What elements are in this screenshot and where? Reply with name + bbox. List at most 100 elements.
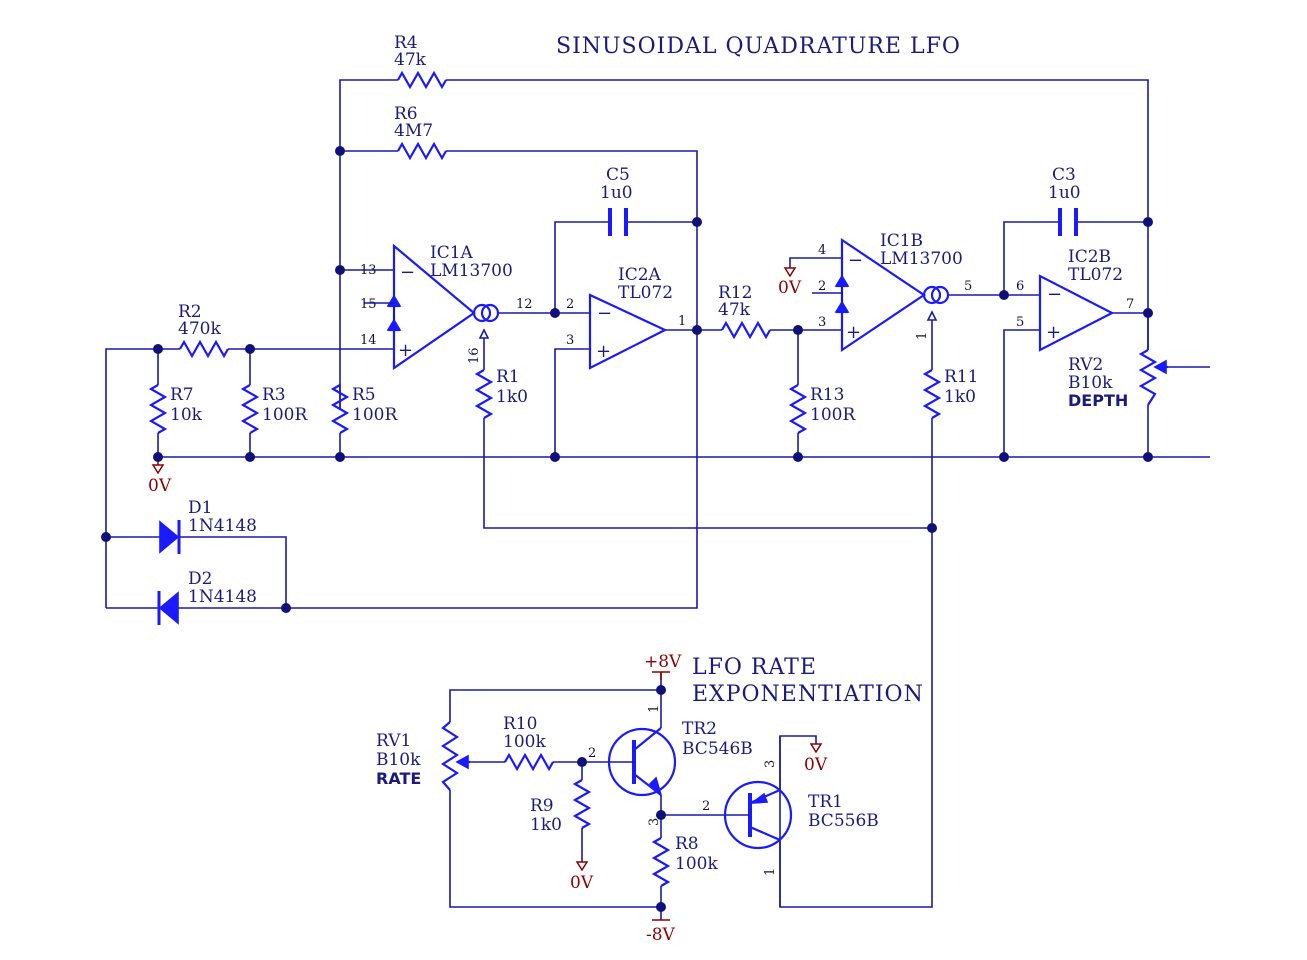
svg-text:100k: 100k [503, 732, 546, 752]
svg-text:R13: R13 [810, 385, 844, 405]
svg-text:B10k: B10k [376, 750, 421, 770]
resistor-r11: R11 1k0 [923, 367, 978, 420]
svg-text:+: + [1046, 322, 1061, 343]
resistor-r12: R12 47k [718, 283, 772, 339]
svg-text:−: − [848, 250, 863, 271]
svg-text:1: 1 [763, 868, 778, 876]
svg-text:B10k: B10k [1068, 373, 1113, 393]
resistor-r5: R5 100R [331, 383, 398, 435]
resistor-r8: R8 100k [652, 834, 718, 888]
resistor-r1: R1 1k0 [475, 367, 528, 420]
svg-text:IC2A: IC2A [618, 265, 662, 285]
svg-text:R6: R6 [394, 104, 418, 124]
svg-text:R10: R10 [503, 714, 537, 734]
ground-symbol-2: 0V [778, 267, 802, 298]
supply-negative: -8V [646, 919, 676, 945]
potentiometer-rv1: RV1 B10k RATE [376, 721, 470, 791]
svg-text:2: 2 [818, 279, 826, 294]
svg-text:−: − [400, 262, 415, 283]
svg-text:3: 3 [763, 760, 778, 768]
svg-text:D2: D2 [188, 569, 212, 589]
svg-text:LM13700: LM13700 [880, 249, 963, 269]
svg-text:100R: 100R [262, 405, 308, 425]
svg-text:3: 3 [647, 818, 662, 826]
svg-text:0V: 0V [804, 755, 828, 775]
svg-text:0V: 0V [570, 873, 594, 893]
svg-text:16: 16 [467, 347, 482, 364]
svg-text:R12: R12 [718, 283, 752, 303]
svg-text:1k0: 1k0 [944, 387, 976, 407]
ota-ic1a: − + IC1A LM13700 13 15 14 12 16 [360, 243, 533, 371]
capacitor-c5: C5 1u0 [600, 165, 633, 236]
svg-text:+: + [596, 341, 611, 362]
opamp-ic2a: − + IC2A TL072 2 3 1 [566, 265, 686, 370]
svg-text:0V: 0V [148, 476, 172, 496]
svg-text:LM13700: LM13700 [430, 261, 513, 281]
svg-text:R5: R5 [352, 385, 376, 405]
svg-text:7: 7 [1126, 297, 1134, 312]
svg-text:−: − [1047, 284, 1062, 305]
svg-text:3: 3 [818, 315, 826, 330]
svg-text:14: 14 [360, 333, 377, 348]
svg-text:R2: R2 [178, 302, 202, 322]
svg-text:−: − [597, 303, 612, 324]
svg-text:47k: 47k [394, 50, 427, 70]
resistor-r6: R6 4M7 [394, 104, 448, 160]
supply-positive: +8V [644, 652, 682, 680]
svg-text:5: 5 [1016, 315, 1024, 330]
svg-text:12: 12 [516, 297, 533, 312]
svg-text:D1: D1 [188, 498, 212, 518]
transistor-tr2: TR2 BC546B 2 1 3 [588, 705, 753, 826]
svg-text:+8V: +8V [644, 652, 682, 672]
ota-ic1b: − + IC1B LM13700 4 2 3 5 1 [812, 231, 972, 353]
svg-text:IC2B: IC2B [1068, 247, 1111, 267]
svg-text:100R: 100R [810, 405, 856, 425]
diode-d1: D1 1N4148 [159, 498, 257, 554]
svg-text:2: 2 [702, 799, 710, 814]
svg-text:13: 13 [360, 263, 377, 278]
resistor-r2: R2 470k [178, 302, 230, 358]
resistor-r4: R4 47k [394, 33, 448, 89]
svg-text:R8: R8 [675, 834, 699, 854]
wiring [105, 79, 1210, 908]
resistor-r10: R10 100k [503, 714, 555, 771]
svg-text:TL072: TL072 [618, 283, 673, 303]
svg-text:+: + [846, 322, 861, 343]
potentiometer-rv2: RV2 B10k DEPTH [1068, 349, 1168, 410]
svg-text:+: + [398, 340, 413, 361]
svg-text:5: 5 [964, 279, 972, 294]
svg-text:2: 2 [566, 297, 574, 312]
resistor-r7: R7 10k [149, 383, 203, 435]
svg-text:RV2: RV2 [1068, 355, 1103, 375]
svg-text:100k: 100k [675, 854, 718, 874]
svg-text:2: 2 [588, 746, 596, 761]
svg-text:IC1B: IC1B [880, 231, 923, 251]
svg-text:100R: 100R [352, 405, 398, 425]
capacitor-c3: C3 1u0 [1048, 165, 1081, 236]
svg-text:-8V: -8V [646, 925, 676, 945]
wiring-rate [449, 672, 781, 920]
svg-text:R9: R9 [530, 796, 554, 816]
svg-text:1k0: 1k0 [530, 815, 562, 835]
svg-text:TR2: TR2 [682, 719, 717, 739]
svg-text:TL072: TL072 [1068, 265, 1123, 285]
junction-dots [101, 146, 1153, 912]
svg-text:1: 1 [915, 332, 930, 340]
svg-text:1N4148: 1N4148 [188, 516, 257, 536]
ground-symbol-3: 0V [804, 743, 828, 775]
svg-text:0V: 0V [778, 278, 802, 298]
svg-text:R4: R4 [394, 33, 418, 53]
svg-text:TR1: TR1 [808, 792, 843, 812]
svg-text:1: 1 [647, 705, 662, 713]
rate-section-title-2: EXPONENTIATION [692, 682, 924, 707]
svg-text:4: 4 [818, 243, 826, 258]
svg-text:3: 3 [566, 333, 574, 348]
svg-text:R1: R1 [496, 367, 520, 387]
svg-text:47k: 47k [718, 300, 751, 320]
svg-text:1u0: 1u0 [600, 183, 633, 203]
svg-text:R3: R3 [262, 385, 286, 405]
svg-text:1N4148: 1N4148 [188, 587, 257, 607]
ground-symbol-4: 0V [570, 861, 594, 893]
svg-text:DEPTH: DEPTH [1068, 391, 1128, 410]
